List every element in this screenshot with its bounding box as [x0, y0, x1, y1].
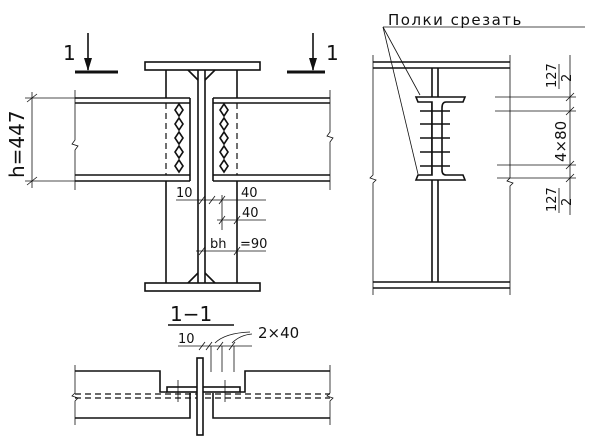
dim-width-symbol: bh: [210, 237, 227, 252]
column-top-flange: [144, 61, 261, 71]
bolt-icon: [219, 116, 229, 132]
section-title: 1−1: [170, 302, 212, 326]
bolt-icon: [174, 158, 184, 174]
section-mark-right-label: 1: [326, 41, 339, 65]
web-dimensions: 10 40 40 bh =90: [176, 186, 267, 256]
bolts: [174, 102, 229, 174]
bolt-icon: [219, 144, 229, 160]
bolt-icon: [219, 158, 229, 174]
column-web-section: [196, 357, 204, 436]
arrow-down-icon: [84, 58, 92, 71]
bolt-icon: [174, 130, 184, 146]
column: [144, 61, 261, 292]
dim-bolts-label: 4×80: [552, 121, 570, 162]
note-trim-flanges: Полки срезать: [388, 11, 523, 29]
dim-top: 127 2: [545, 63, 575, 89]
side-view: Полки срезать 127 2 4×80 127 2: [369, 11, 585, 295]
section-dim-gap-label: 10: [178, 332, 195, 347]
dim-width-value: =90: [240, 237, 267, 252]
dim-bottom-num: 127: [545, 187, 560, 212]
section-mark-right: 1: [287, 33, 339, 74]
dim-bolt-edge-1-label: 40: [241, 186, 258, 201]
bolt-icon: [174, 102, 184, 118]
right-beam: [212, 90, 334, 190]
main-view: 1 1: [5, 33, 339, 292]
section-view: 1−1 10 2×40: [71, 302, 334, 436]
bolt-icon: [174, 144, 184, 160]
bolt-icon: [219, 102, 229, 118]
dim-top-den: 2: [560, 74, 575, 82]
arrow-down-icon: [309, 58, 317, 71]
section-mark-left: 1: [63, 33, 118, 74]
dim-top-num: 127: [545, 63, 560, 88]
dim-bottom-den: 2: [560, 198, 575, 206]
beam-height-dimension: h=447: [5, 92, 75, 188]
beam-height-label: h=447: [5, 110, 29, 178]
column-bottom-flange: [144, 282, 261, 292]
dim-bottom: 127 2: [545, 187, 575, 213]
bolt-icon: [174, 116, 184, 132]
section-dim-bolts-label: 2×40: [258, 324, 299, 342]
bolt-icon: [219, 130, 229, 146]
dim-bolt-edge-2-label: 40: [242, 206, 259, 221]
left-beam: [71, 90, 191, 190]
section-mark-left-label: 1: [63, 41, 76, 65]
dim-gap-label: 10: [176, 186, 193, 201]
